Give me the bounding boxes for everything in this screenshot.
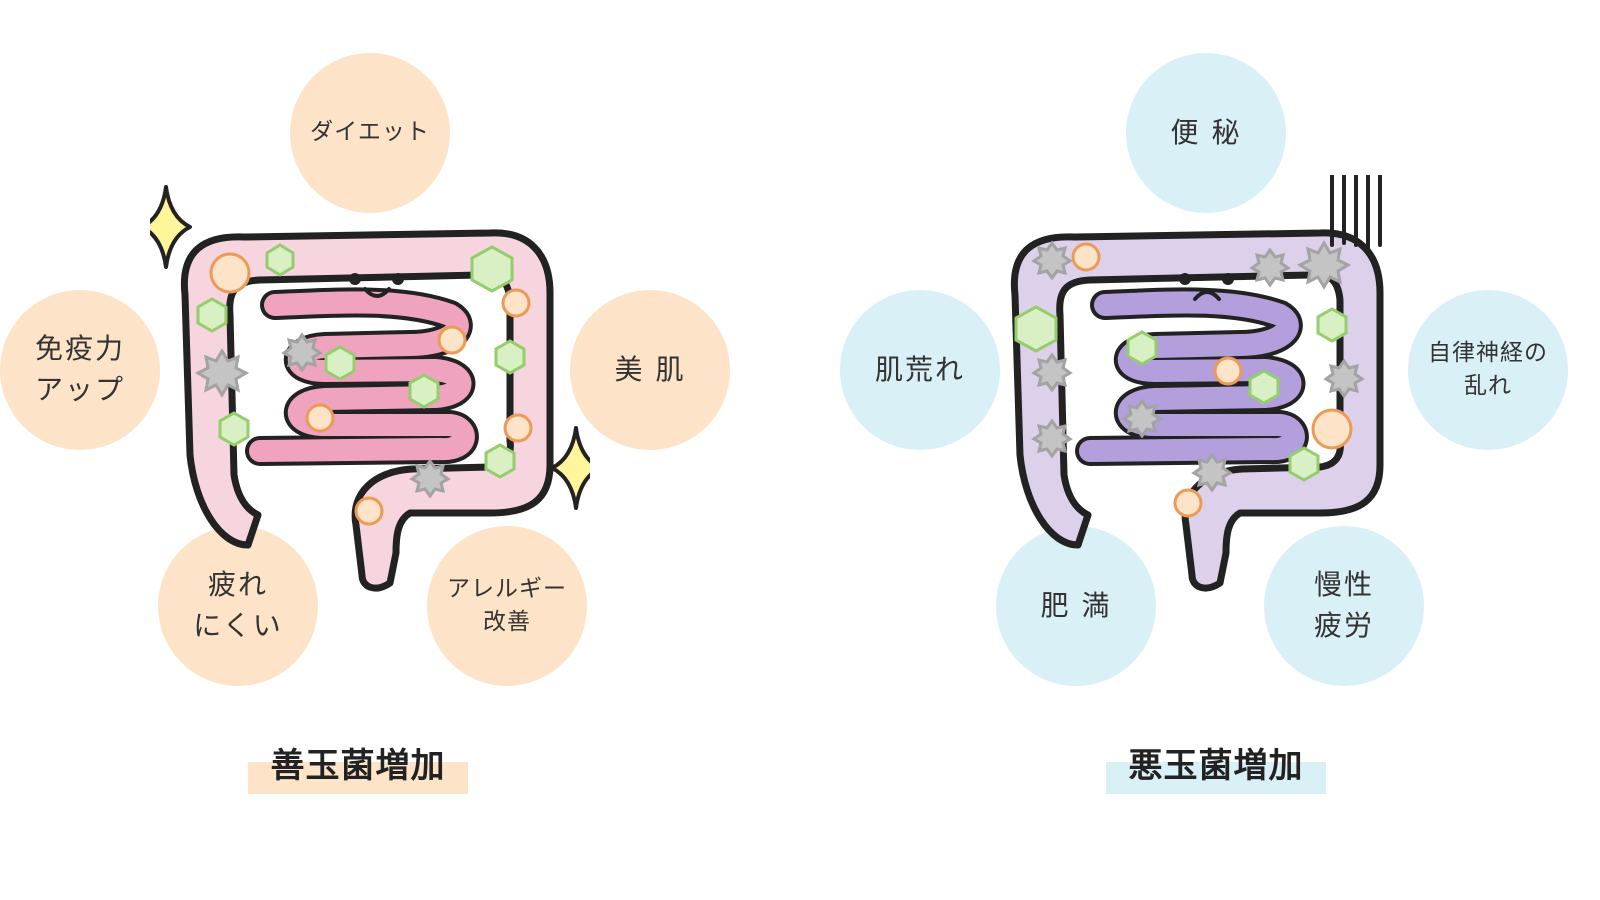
benefit-allergy-label-line1: アレルギー <box>447 575 567 602</box>
good-bacteria-panel: ダイエット 免疫力 アップ 美 肌 疲れ にくい アレルギー 改善 <box>0 53 730 794</box>
left-eye-icon <box>349 273 361 285</box>
benefit-allergy-label-line2: 改善 <box>483 609 531 635</box>
caption-highlight <box>248 762 468 794</box>
happy-intestine-illustration <box>150 185 590 592</box>
colon-shape <box>180 229 554 592</box>
symptom-constipation-bubble: 便 秘 <box>1126 53 1286 213</box>
colon-shape <box>1010 229 1384 592</box>
symptom-obesity-bubble: 肥 満 <box>996 526 1156 686</box>
symptom-autonomic-label-line2: 乱れ <box>1464 373 1512 399</box>
right-eye-icon <box>392 273 404 285</box>
benefit-fatigue-label-line1: 疲れ <box>207 568 268 602</box>
smile-mouth-icon <box>363 287 391 298</box>
bacteria-dots <box>194 243 533 526</box>
symptom-chronic-fatigue-bubble: 慢性 疲労 <box>1264 526 1424 686</box>
symptom-rough-skin-label: 肌荒れ <box>874 352 965 386</box>
benefit-fatigue-bubble: 疲れ にくい <box>158 526 318 686</box>
symptom-autonomic-bubble: 自律神経の 乱れ <box>1408 290 1568 450</box>
symptom-chronic-fatigue-label-line2: 疲労 <box>1313 609 1374 642</box>
benefit-diet-label: ダイエット <box>310 119 430 146</box>
sparkle-icons <box>150 185 590 510</box>
benefit-allergy-bubble: アレルギー 改善 <box>427 526 587 686</box>
benefit-skin-bubble: 美 肌 <box>570 290 730 450</box>
bacteria-dots <box>1014 240 1365 518</box>
gloom-lines-icon <box>1330 175 1382 249</box>
left-eye-icon <box>1179 273 1191 285</box>
bad-bacteria-panel: 便 秘 肌荒れ 自律神経の 乱れ 肥 満 慢性 疲労 <box>800 0 1600 900</box>
good-bacteria-caption-text: 善玉菌増加 <box>270 745 446 786</box>
symptom-autonomic-label-line1: 自律神経の <box>1428 339 1548 366</box>
benefit-skin-label: 美 肌 <box>614 352 686 386</box>
right-eye-icon <box>1222 273 1234 285</box>
bad-bacteria-caption: 悪玉菌増加 <box>1106 738 1326 794</box>
symptom-chronic-fatigue-label-line1: 慢性 <box>1313 568 1374 602</box>
symptom-obesity-label: 肥 満 <box>1040 588 1112 622</box>
bad-bacteria-caption-text: 悪玉菌増加 <box>1128 745 1304 786</box>
benefit-immunity-label-line2: アップ <box>34 373 125 406</box>
symptom-constipation-label: 便 秘 <box>1170 115 1242 149</box>
good-bacteria-caption: 善玉菌増加 <box>248 738 468 794</box>
symptom-rough-skin-bubble: 肌荒れ <box>840 290 1000 450</box>
benefit-immunity-label-line1: 免疫力 <box>34 332 125 366</box>
benefit-diet-bubble: ダイエット <box>290 53 450 213</box>
caption-highlight <box>1106 762 1326 794</box>
frown-mouth-icon <box>1193 290 1221 301</box>
benefit-fatigue-label-line2: にくい <box>193 609 283 642</box>
benefit-immunity-bubble: 免疫力 アップ <box>0 290 160 450</box>
unhappy-intestine-illustration <box>1010 175 1384 592</box>
